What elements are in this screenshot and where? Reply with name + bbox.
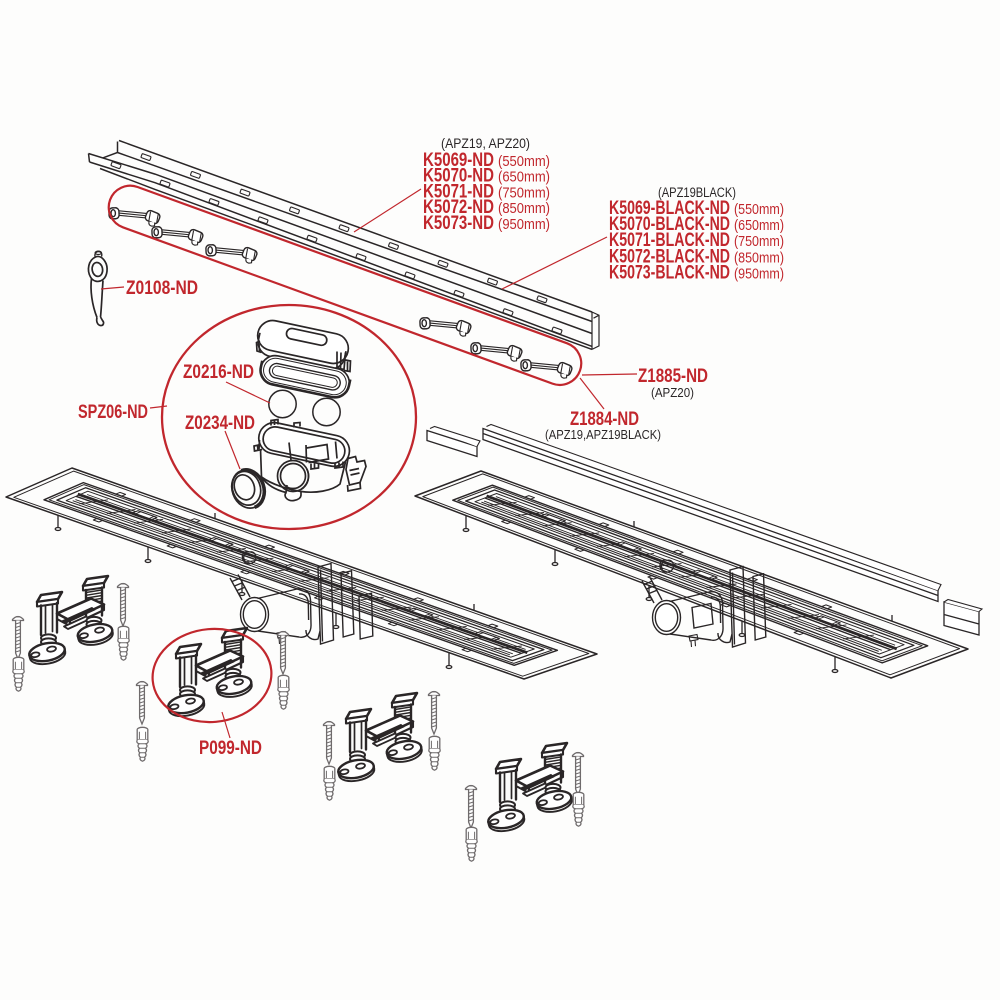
svg-text:K5073-BLACK-ND: K5073-BLACK-ND	[609, 262, 730, 283]
svg-text:(APZ19,APZ19BLACK): (APZ19,APZ19BLACK)	[545, 427, 661, 442]
svg-text:Z0108-ND: Z0108-ND	[126, 278, 198, 299]
svg-text:Z0216-ND: Z0216-ND	[183, 362, 254, 383]
svg-text:K5069-BLACK-ND: K5069-BLACK-ND	[609, 198, 730, 219]
svg-text:Z0234-ND: Z0234-ND	[185, 413, 255, 434]
svg-text:(750mm): (750mm)	[498, 185, 550, 201]
svg-text:(650mm): (650mm)	[734, 218, 784, 234]
svg-text:K5070-ND: K5070-ND	[423, 166, 494, 187]
svg-text:K5072-BLACK-ND: K5072-BLACK-ND	[609, 246, 730, 267]
svg-text:(APZ20): (APZ20)	[651, 385, 694, 400]
svg-text:(650mm): (650mm)	[498, 170, 550, 186]
svg-text:K5071-ND: K5071-ND	[423, 181, 494, 202]
svg-text:(550mm): (550mm)	[498, 154, 550, 170]
svg-text:(550mm): (550mm)	[734, 202, 784, 218]
svg-text:(APZ19, APZ20): (APZ19, APZ20)	[441, 136, 530, 151]
svg-text:Z1884-ND: Z1884-ND	[570, 409, 639, 430]
svg-text:K5072-ND: K5072-ND	[423, 197, 494, 218]
svg-text:SPZ06-ND: SPZ06-ND	[78, 402, 148, 423]
svg-text:(APZ19BLACK): (APZ19BLACK)	[658, 185, 736, 200]
svg-text:Z1885-ND: Z1885-ND	[638, 366, 708, 387]
svg-text:(750mm): (750mm)	[734, 234, 784, 250]
svg-text:P099-ND: P099-ND	[199, 738, 262, 759]
svg-text:(850mm): (850mm)	[734, 250, 784, 266]
svg-text:(850mm): (850mm)	[498, 201, 550, 217]
svg-text:(950mm): (950mm)	[734, 266, 784, 282]
svg-text:K5071-BLACK-ND: K5071-BLACK-ND	[609, 230, 730, 251]
svg-text:K5073-ND: K5073-ND	[423, 213, 494, 234]
svg-text:K5069-ND: K5069-ND	[423, 150, 494, 171]
svg-text:(950mm): (950mm)	[498, 217, 550, 233]
svg-text:K5070-BLACK-ND: K5070-BLACK-ND	[609, 214, 730, 235]
